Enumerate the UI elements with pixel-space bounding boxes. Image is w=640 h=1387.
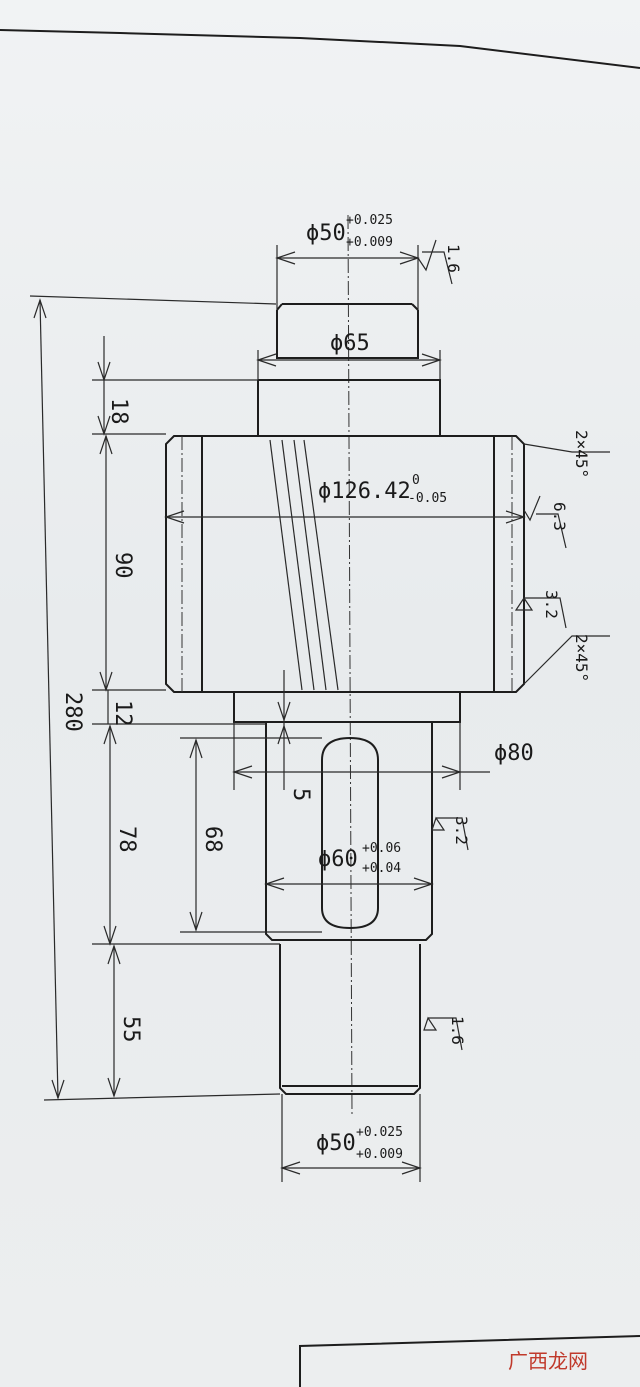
bottom-journal-dia-label: ϕ50 [316, 1131, 356, 1156]
roughness-drum-lower: 3.2 [542, 590, 561, 619]
len-shoulder-label: 18 [106, 398, 131, 425]
drum-tol-lower: -0.05 [408, 491, 447, 506]
len-step-label: 5 [288, 788, 313, 801]
collar-dia-label: ϕ80 [494, 741, 534, 766]
top-journal-tol-lower: +0.009 [346, 235, 393, 250]
keyed-tol-upper: +0.06 [362, 841, 401, 856]
len-collar-label: 12 [110, 700, 135, 727]
sheet-border-line [0, 29, 640, 69]
len-keyway-label: 68 [200, 826, 225, 853]
watermark-text: 广西龙网 [508, 1349, 588, 1373]
keyway [321, 736, 379, 930]
drum-tol-upper: 0 [412, 473, 420, 488]
len-bottom-journal-label: 55 [118, 1016, 143, 1043]
len-total-label: 280 [60, 692, 85, 732]
shoulder-dia-label: ϕ65 [330, 331, 370, 356]
chamfer-top-label: 2×45° [572, 430, 591, 478]
top-journal-dia-label: ϕ50 [306, 221, 346, 246]
len-drum-label: 90 [110, 552, 135, 579]
keyed-dia-label: ϕ60 [318, 847, 358, 872]
top-journal-tol-upper: +0.025 [346, 213, 393, 228]
roughness-bottom-journal: 1.6 [448, 1016, 467, 1045]
bottom-journal [279, 944, 421, 1095]
center-line [347, 214, 353, 1116]
bottom-journal-tol-upper: +0.025 [356, 1125, 403, 1140]
roughness-keyed: 3.2 [452, 816, 471, 845]
roughness-symbols [417, 239, 567, 1051]
collar [233, 692, 461, 723]
dimension-lines [29, 245, 610, 1182]
keyed-tol-lower: +0.04 [362, 861, 401, 876]
roughness-top-journal: 1.6 [444, 244, 463, 273]
sheet-corner-mark [299, 1335, 640, 1387]
chamfer-bottom-label: 2×45° [572, 634, 591, 682]
bottom-journal-tol-lower: +0.009 [356, 1147, 403, 1162]
drum [165, 435, 525, 693]
drum-dia-label: ϕ126.42 [318, 479, 411, 504]
keyed-section [265, 722, 433, 941]
top-journal [276, 303, 419, 359]
len-keyed-label: 78 [114, 826, 139, 853]
roughness-drum-outer: 6.3 [550, 502, 569, 531]
